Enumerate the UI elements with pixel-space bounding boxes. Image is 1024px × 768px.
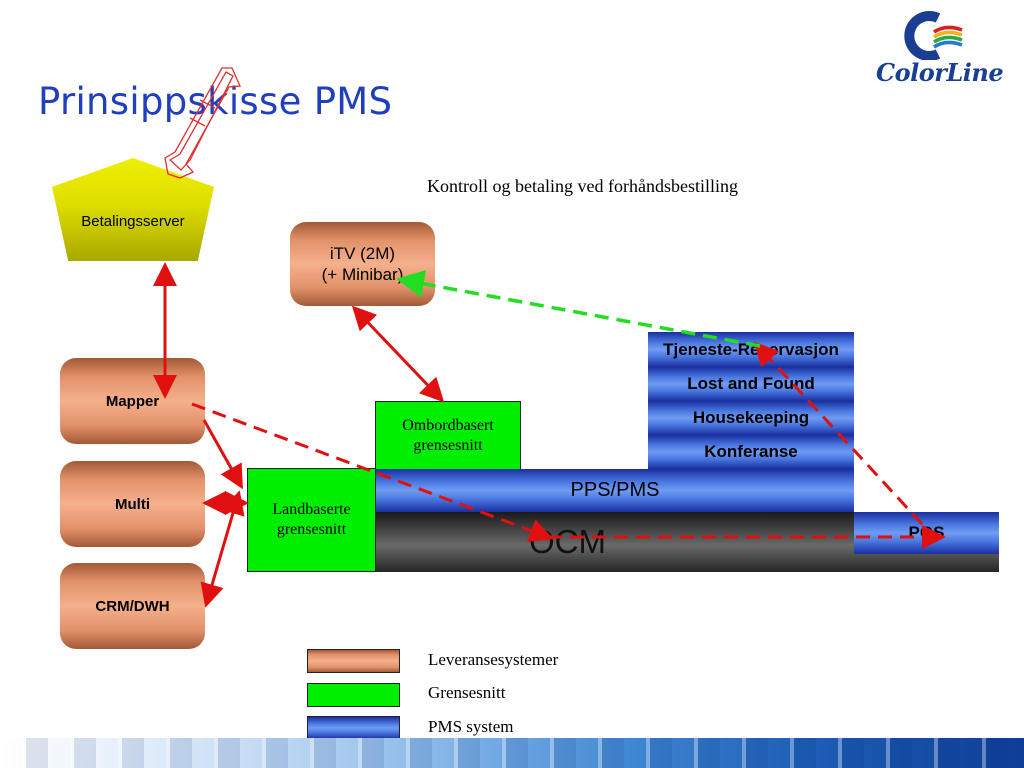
itv-label-line2: (+ Minibar) xyxy=(321,265,404,284)
pms-module-label: Lost and Found xyxy=(687,374,815,393)
arrow-itv-onboard xyxy=(351,305,445,403)
multi-label: Multi xyxy=(115,495,150,513)
legend-label-delivery: Leveransesystemer xyxy=(428,650,559,669)
pms-module-housekeeping: Housekeeping xyxy=(648,401,854,435)
arrow-crm-land xyxy=(200,490,245,608)
crm-dwh-label: CRM/DWH xyxy=(95,597,170,615)
crm-dwh-box: CRM/DWH xyxy=(60,563,205,649)
pps-pms-label: PPS/PMS xyxy=(570,479,660,501)
arrow-mapper-land xyxy=(202,419,243,490)
color-line-logo xyxy=(876,10,1006,90)
legend-swatch-delivery xyxy=(307,649,400,673)
dashed-arrow-modules-itv xyxy=(396,270,761,348)
pms-module-conference: Konferanse xyxy=(648,435,854,469)
mapper-label: Mapper xyxy=(105,392,160,410)
legend-label-interface: Grensesnitt xyxy=(428,683,506,702)
multi-box: Multi xyxy=(60,461,205,547)
footer-gradient-band xyxy=(0,738,1024,768)
land-interface-box: Landbaserte grensesnitt xyxy=(247,468,376,572)
dashed-arrow-mapper-ocm xyxy=(191,402,554,542)
onboard-interface-box: Ombordbasert grensesnitt xyxy=(375,401,521,470)
pps-pms-layer: PPS/PMS xyxy=(376,469,854,512)
logo-mark-icon xyxy=(904,11,963,61)
payment-server-label: Betalingsserver xyxy=(81,213,185,230)
land-label-line2: grensesnitt xyxy=(276,521,347,538)
onboard-label-line1: Ombordbasert xyxy=(402,416,494,434)
pms-module-label: Housekeeping xyxy=(692,408,810,427)
onboard-label-line2: grensesnitt xyxy=(413,436,483,454)
pms-module-label: Tjeneste-Reservasjon xyxy=(663,339,839,359)
legend-swatch-interface xyxy=(307,683,400,707)
pms-module-reservation: Tjeneste-Reservasjon xyxy=(648,332,854,367)
pms-module-lost-found: Lost and Found xyxy=(648,367,854,401)
page-title: Prinsippskisse PMS xyxy=(38,80,393,123)
diagram-subtitle: Kontroll og betaling ved forhåndsbestill… xyxy=(427,176,738,196)
double-arrow-outline-icon xyxy=(164,67,241,179)
footer-stripes xyxy=(0,738,1024,768)
legend-label-pms: PMS system xyxy=(428,717,514,736)
itv-label-line1: iTV (2M) xyxy=(329,244,396,263)
pms-module-label: Konferanse xyxy=(704,442,798,461)
dashed-arrow-pos-modules xyxy=(753,341,924,526)
mapper-box: Mapper xyxy=(60,358,205,444)
logo-wordmark: ColorLine xyxy=(876,58,1004,87)
land-label-line1: Landbaserte xyxy=(272,501,351,518)
